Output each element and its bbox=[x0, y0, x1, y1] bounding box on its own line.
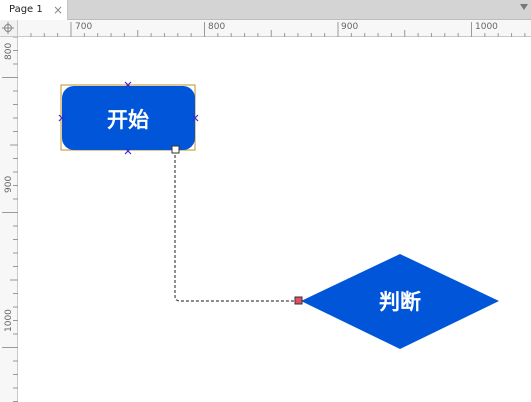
start-label: 开始 bbox=[107, 108, 149, 132]
close-icon[interactable]: × bbox=[53, 3, 64, 17]
tab-label: Page 1 bbox=[9, 4, 43, 15]
decision-label: 判断 bbox=[379, 290, 421, 314]
ruler-label-1000: 1000 bbox=[475, 22, 498, 32]
connection-point-right-icon bbox=[191, 114, 199, 122]
tab-bar: Page 1 × bbox=[0, 0, 531, 21]
ruler-corner[interactable] bbox=[0, 20, 18, 37]
vertical-ruler[interactable]: 800 900 1000 bbox=[0, 37, 18, 402]
connection-points bbox=[58, 81, 199, 155]
tab-page-1[interactable]: Page 1 × bbox=[0, 0, 68, 21]
connection-point-left-icon bbox=[58, 114, 66, 122]
crosshair-icon bbox=[2, 22, 14, 34]
connector-line[interactable] bbox=[174, 150, 298, 302]
tab-menu-chevron-icon[interactable] bbox=[520, 4, 528, 10]
connection-point-top-icon bbox=[124, 81, 132, 89]
start-shape[interactable] bbox=[62, 86, 195, 150]
decision-shape[interactable] bbox=[301, 254, 499, 349]
connection-point-bottom-icon bbox=[124, 147, 132, 155]
connector-end-handle[interactable] bbox=[294, 296, 303, 305]
ruler-label-700: 700 bbox=[75, 22, 93, 32]
connector-start-handle[interactable] bbox=[171, 145, 180, 154]
ruler-label-800: 800 bbox=[208, 22, 226, 32]
ruler-label-900: 900 bbox=[341, 22, 359, 32]
horizontal-ruler[interactable]: 700 800 900 1000 bbox=[18, 20, 531, 37]
